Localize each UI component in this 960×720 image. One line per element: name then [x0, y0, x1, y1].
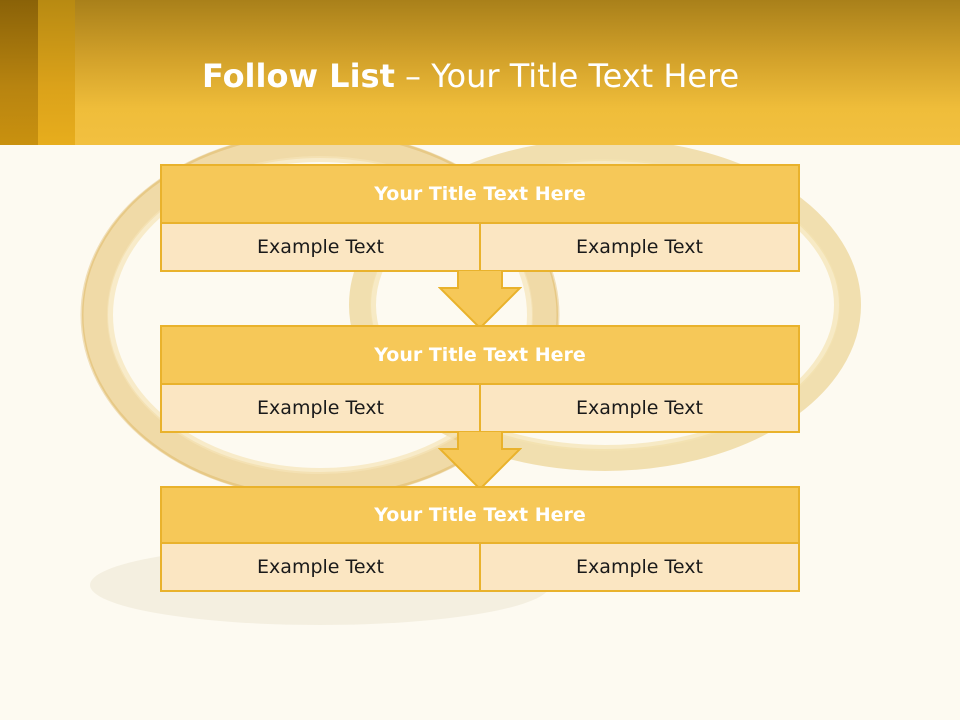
block-row: Example Text Example Text — [162, 544, 798, 590]
block-row: Example Text Example Text — [162, 224, 798, 270]
block-cell-left: Example Text — [162, 385, 481, 431]
block-cell-left: Example Text — [162, 224, 481, 270]
down-arrow-icon — [438, 431, 522, 491]
header-accent-bar-light — [38, 0, 75, 145]
block-cell-left: Example Text — [162, 544, 481, 590]
header-accent-bar-dark — [0, 0, 38, 145]
down-arrow-icon — [438, 270, 522, 330]
header-band — [0, 0, 960, 145]
page-title-bold: Follow List — [202, 57, 395, 95]
list-block-3: Your Title Text Here Example Text Exampl… — [160, 486, 800, 592]
list-block-1: Your Title Text Here Example Text Exampl… — [160, 164, 800, 272]
block-cell-right: Example Text — [481, 224, 798, 270]
page-title-rest: – Your Title Text Here — [394, 57, 740, 95]
block-title: Your Title Text Here — [162, 166, 798, 224]
block-cell-right: Example Text — [481, 385, 798, 431]
block-title: Your Title Text Here — [162, 488, 798, 544]
block-cell-right: Example Text — [481, 544, 798, 590]
list-block-2: Your Title Text Here Example Text Exampl… — [160, 325, 800, 433]
block-row: Example Text Example Text — [162, 385, 798, 431]
page-title: Follow List – Your Title Text Here — [202, 52, 739, 100]
block-title: Your Title Text Here — [162, 327, 798, 385]
